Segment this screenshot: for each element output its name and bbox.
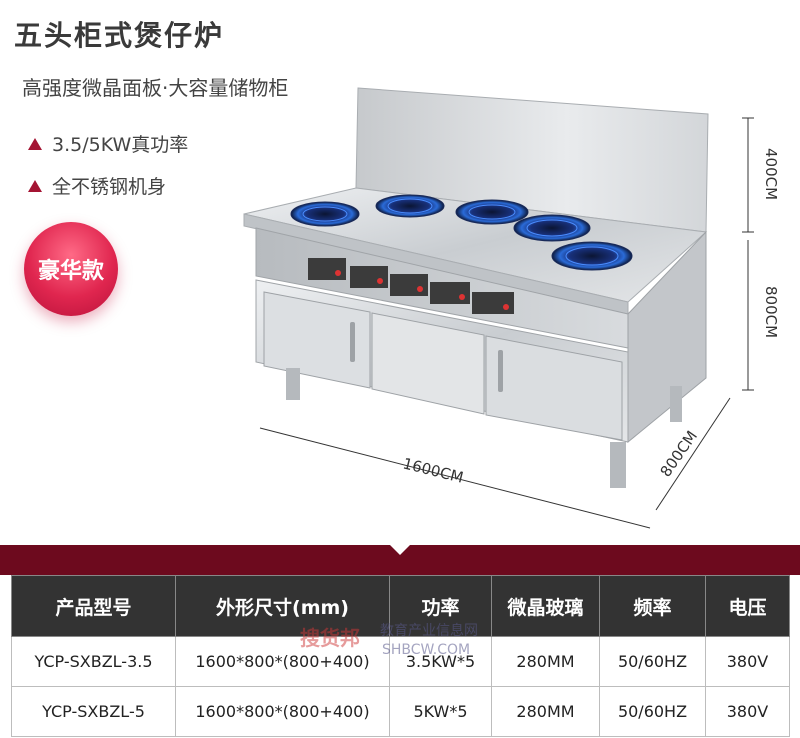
feature-text: 3.5/5KW真功率 — [52, 134, 189, 156]
spec-table: 产品型号 外形尺寸(mm) 功率 微晶玻璃 频率 电压 YCP-SXBZL-3.… — [11, 575, 790, 737]
page-subtitle: 高强度微晶面板·大容量储物柜 — [22, 76, 289, 100]
header-cell: 外形尺寸(mm) — [175, 575, 390, 637]
cabinet-door — [263, 291, 371, 389]
banner-notch — [390, 545, 410, 555]
height-bottom-label: 800CM — [762, 286, 780, 338]
burner-icon — [290, 201, 360, 227]
table-header-row: 产品型号 外形尺寸(mm) 功率 微晶玻璃 频率 电压 — [11, 575, 790, 637]
cabinet-door — [485, 335, 623, 441]
table-cell: 1600*800*(800+400) — [175, 636, 390, 687]
door-handle-icon — [350, 322, 355, 362]
feature-item: 3.5/5KW真功率 — [28, 130, 188, 157]
table-cell: 1600*800*(800+400) — [175, 686, 390, 737]
control-knob-icon — [430, 282, 470, 304]
leg — [670, 386, 682, 422]
header-cell: 电压 — [705, 575, 790, 637]
control-knob-icon — [350, 266, 388, 288]
table-cell: 3.5KW*5 — [389, 636, 492, 687]
table-cell: YCP-SXBZL-3.5 — [11, 636, 176, 687]
feature-item: 全不锈钢机身 — [28, 172, 166, 199]
table-row: YCP-SXBZL-5 1600*800*(800+400) 5KW*5 280… — [11, 686, 790, 737]
header-cell: 频率 — [599, 575, 706, 637]
leg — [286, 368, 300, 400]
header-cell: 功率 — [389, 575, 492, 637]
burner-icon — [455, 199, 529, 225]
burner-icon — [513, 214, 591, 242]
table-cell: 380V — [705, 686, 790, 737]
burner-icon — [551, 241, 633, 271]
cabinet-door — [371, 312, 485, 415]
control-knob-icon — [308, 258, 346, 280]
door-handle-icon — [498, 350, 503, 392]
table-cell: 50/60HZ — [599, 686, 706, 737]
leg — [610, 442, 626, 488]
feature-text: 全不锈钢机身 — [52, 176, 167, 198]
table-cell: 50/60HZ — [599, 636, 706, 687]
burner-icon — [375, 194, 445, 218]
width-label: 1600CM — [401, 454, 465, 486]
stove-illustration: 400CM 800CM 1600CM 800CM — [243, 87, 780, 529]
deluxe-badge: 豪华款 — [24, 222, 118, 316]
page-title: 五头柜式煲仔炉 — [14, 19, 225, 52]
header-cell: 产品型号 — [11, 575, 176, 637]
header-cell: 微晶玻璃 — [491, 575, 600, 637]
control-knob-icon — [472, 292, 514, 314]
depth-label: 800CM — [657, 427, 702, 480]
triangle-bullet-icon — [28, 137, 42, 150]
table-cell: YCP-SXBZL-5 — [11, 686, 176, 737]
triangle-bullet-icon — [28, 179, 42, 192]
height-top-label: 400CM — [762, 148, 780, 200]
table-cell: 5KW*5 — [389, 686, 492, 737]
dimension-lines — [259, 117, 754, 529]
table-cell: 280MM — [491, 636, 600, 687]
control-knob-icon — [390, 274, 428, 296]
table-cell: 380V — [705, 636, 790, 687]
table-row: YCP-SXBZL-3.5 1600*800*(800+400) 3.5KW*5… — [11, 636, 790, 687]
table-cell: 280MM — [491, 686, 600, 737]
